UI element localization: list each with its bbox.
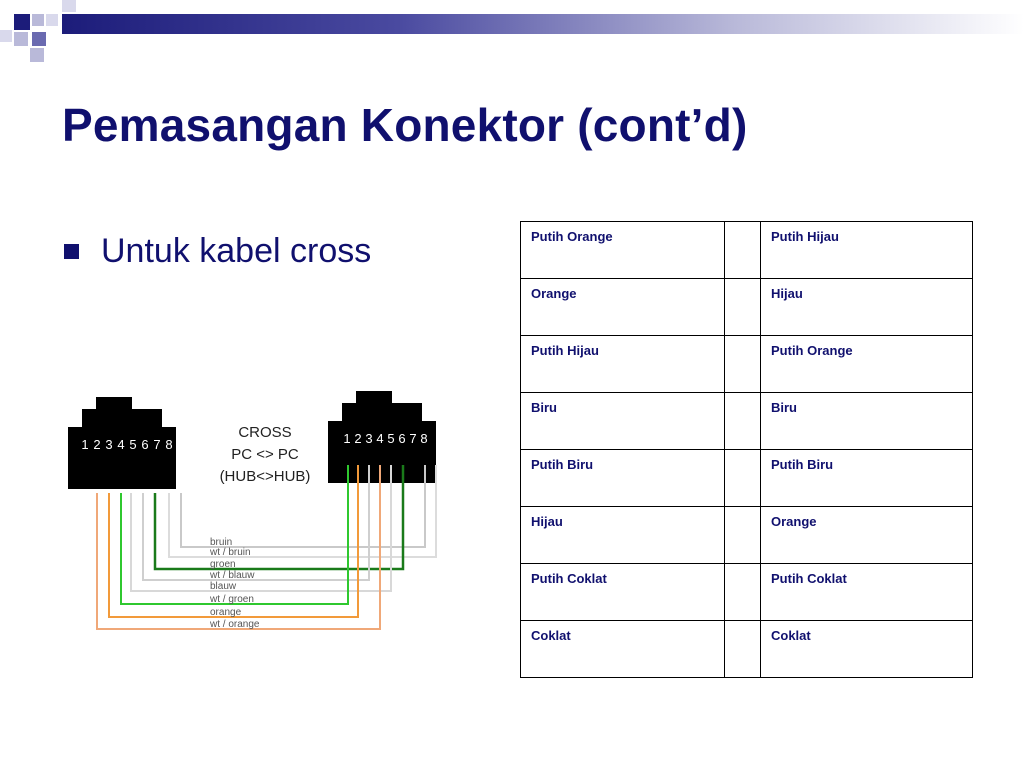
table-row: Biru Biru xyxy=(520,392,973,450)
table-cell-mid xyxy=(724,392,761,450)
wire-label: wt / bruin xyxy=(209,547,251,558)
table-cell-left: Coklat xyxy=(520,620,725,678)
deco-square xyxy=(32,32,46,46)
wire-label: blauw xyxy=(210,581,237,592)
left-connector-body xyxy=(68,397,176,489)
table-cell-left: Putih Hijau xyxy=(520,335,725,393)
bullet-square-icon xyxy=(64,244,79,259)
wire-label: wt / orange xyxy=(209,619,260,630)
table-cell-left: Putih Biru xyxy=(520,449,725,507)
right-pin-number: 1 xyxy=(343,431,350,446)
table-cell-mid xyxy=(724,563,761,621)
table-cell-left: Hijau xyxy=(520,506,725,564)
table-cell-mid xyxy=(724,506,761,564)
diagram-heading-line: PC <> PC xyxy=(231,446,299,463)
table-row: Putih Biru Putih Biru xyxy=(520,449,973,507)
table-cell-right: Hijau xyxy=(760,278,973,336)
table-row: Coklat Coklat xyxy=(520,620,973,678)
table-cell-mid xyxy=(724,221,761,279)
table-cell-right: Putih Hijau xyxy=(760,221,973,279)
right-connector-body xyxy=(328,391,436,483)
wire-path xyxy=(108,465,359,618)
wire-path xyxy=(180,465,426,548)
wire-label: wt / blauw xyxy=(209,570,255,581)
header-gradient-bar xyxy=(62,14,1024,34)
table-cell-left: Orange xyxy=(520,278,725,336)
table-row: Putih Coklat Putih Coklat xyxy=(520,563,973,621)
table-row: Putih Orange Putih Hijau xyxy=(520,221,973,279)
table-cell-right: Putih Coklat xyxy=(760,563,973,621)
bullet-text: Untuk kabel cross xyxy=(101,232,372,270)
deco-square xyxy=(0,30,12,42)
left-pin-number: 5 xyxy=(129,437,136,452)
left-pin-number: 1 xyxy=(81,437,88,452)
wire-label: orange xyxy=(210,607,242,618)
wire-path xyxy=(153,465,405,571)
table-row: Putih Hijau Putih Orange xyxy=(520,335,973,393)
wire-path xyxy=(130,465,392,592)
table-row: Hijau Orange xyxy=(520,506,973,564)
deco-square xyxy=(46,14,58,26)
wire-path xyxy=(96,465,381,630)
deco-square xyxy=(32,14,44,26)
deco-square xyxy=(62,0,76,12)
left-pin-number: 7 xyxy=(153,437,160,452)
table-cell-mid xyxy=(724,620,761,678)
diagram-heading-line: CROSS xyxy=(238,424,291,441)
table-cell-right: Putih Orange xyxy=(760,335,973,393)
left-pin-number: 8 xyxy=(165,437,172,452)
slide-title: Pemasangan Konektor (cont’d) xyxy=(62,99,748,151)
left-pin-number: 4 xyxy=(117,437,124,452)
table-row: Orange Hijau xyxy=(520,278,973,336)
pin-mapping-body: Putih Orange Putih Hijau Orange Hijau Pu… xyxy=(520,221,973,678)
table-cell-right: Orange xyxy=(760,506,973,564)
table-cell-left: Putih Orange xyxy=(520,221,725,279)
table-cell-left: Putih Coklat xyxy=(520,563,725,621)
deco-square xyxy=(14,32,28,46)
table-cell-mid xyxy=(724,278,761,336)
left-pin-number: 2 xyxy=(93,437,100,452)
right-pin-number: 2 xyxy=(354,431,361,446)
table-cell-left: Biru xyxy=(520,392,725,450)
right-pin-number: 3 xyxy=(365,431,372,446)
table-cell-mid xyxy=(724,335,761,393)
diagram-heading-line: (HUB<>HUB) xyxy=(220,468,311,485)
left-pin-number: 3 xyxy=(105,437,112,452)
bullet-item: Untuk kabel cross xyxy=(64,232,371,271)
table-cell-right: Coklat xyxy=(760,620,973,678)
table-cell-right: Putih Biru xyxy=(760,449,973,507)
wire-label: groen xyxy=(210,559,236,570)
wire-path xyxy=(120,465,349,605)
table-cell-mid xyxy=(724,449,761,507)
wire-label: wt / groen xyxy=(209,594,254,605)
pin-mapping-table: Putih Orange Putih Hijau Orange Hijau Pu… xyxy=(520,221,973,678)
right-pin-number: 6 xyxy=(398,431,405,446)
left-pin-number: 6 xyxy=(141,437,148,452)
right-pin-number: 8 xyxy=(420,431,427,446)
deco-square xyxy=(14,14,30,30)
right-pin-number: 4 xyxy=(376,431,383,446)
wire-path xyxy=(142,465,370,581)
right-pin-number: 5 xyxy=(387,431,394,446)
deco-square xyxy=(30,48,44,62)
wire-label: bruin xyxy=(210,537,232,548)
right-pin-number: 7 xyxy=(409,431,416,446)
wire-path xyxy=(168,465,437,558)
table-cell-right: Biru xyxy=(760,392,973,450)
